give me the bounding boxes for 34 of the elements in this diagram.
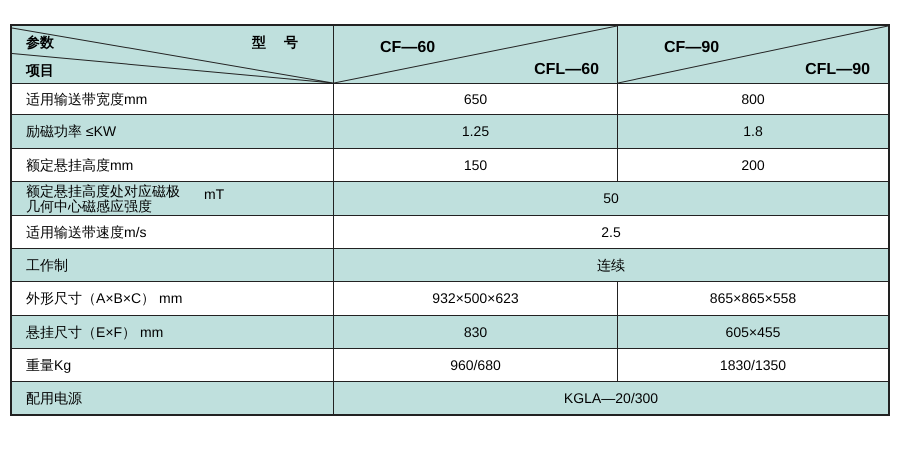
cell-value: 2.5	[601, 222, 621, 242]
row-header-label: 参数	[26, 33, 54, 52]
row-label: 工作制	[26, 256, 68, 274]
cell-value: 1830/1350	[720, 356, 786, 374]
cell-value: 50	[603, 189, 619, 208]
row-label: 额定悬挂高度处对应磁极几何中心磁感应强度	[26, 184, 180, 214]
row-label: 适用输送带速度m/s	[26, 222, 147, 242]
cell-value: 605×455	[726, 322, 780, 342]
row-header-label: 项目	[26, 61, 54, 80]
row-label: 配用电源	[26, 388, 82, 408]
cell-value: 932×500×623	[432, 289, 519, 308]
model-label: CFL—90	[805, 60, 870, 80]
row-label: 悬挂尺寸（E×F） mm	[26, 322, 164, 342]
cell-value: 960/680	[450, 356, 501, 374]
model-label: CF—60	[380, 38, 436, 58]
cell-value: 1.25	[462, 122, 490, 141]
row-label: 适用输送带宽度mm	[26, 90, 148, 108]
cell-value: 1.8	[743, 122, 763, 141]
model-label: CFL—60	[534, 60, 599, 80]
row-label: 励磁功率 ≤KW	[26, 122, 116, 141]
row-label: 额定悬挂高度mm	[26, 156, 134, 174]
model-label: CF—90	[664, 38, 720, 58]
column-header-label: 型 号	[252, 33, 305, 52]
cell-value: 200	[741, 156, 765, 174]
row-label: 重量Kg	[26, 356, 72, 375]
cell-value: 865×865×558	[710, 289, 796, 308]
cell-value: 650	[464, 90, 488, 108]
cell-value: 830	[464, 322, 488, 342]
cell-value: 连续	[597, 256, 625, 274]
cell-value: 150	[464, 156, 488, 174]
unit-label: mT	[204, 185, 224, 204]
cell-value: 800	[741, 90, 765, 108]
row-label: 外形尺寸（A×B×C） mm	[26, 289, 182, 308]
cell-value: KGLA—20/300	[564, 388, 658, 408]
